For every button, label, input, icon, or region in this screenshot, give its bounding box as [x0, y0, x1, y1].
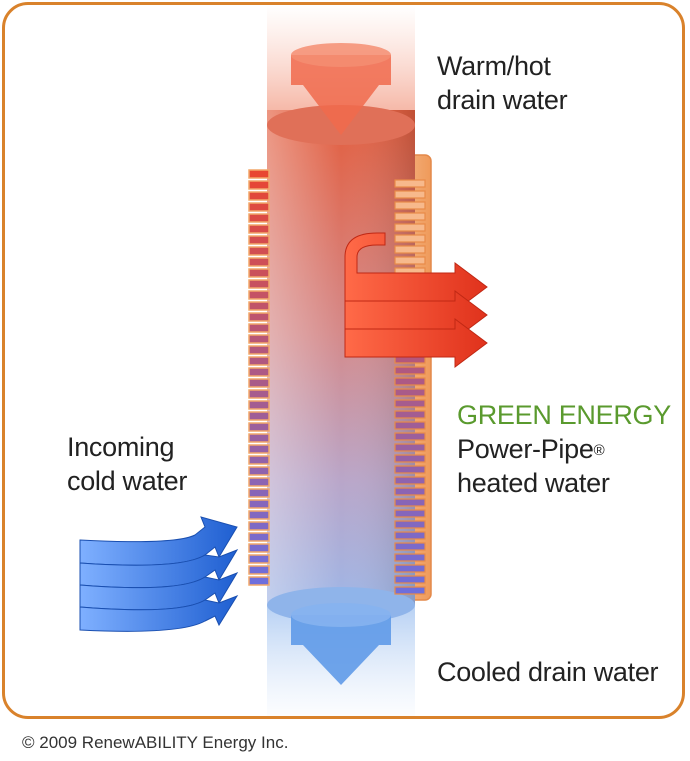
- coil-winding-left: [248, 400, 270, 410]
- coil-winding-left: [248, 279, 270, 289]
- coil-left-windings: [248, 169, 270, 586]
- coil-winding-left: [248, 477, 270, 487]
- incoming-line-2: cold water: [67, 466, 188, 496]
- coil-winding-left: [248, 466, 270, 476]
- coil-winding-left: [248, 246, 270, 256]
- warm-line-2: drain water: [437, 85, 568, 115]
- incoming-water-label: Incoming cold water: [67, 430, 187, 498]
- coil-winding-right: [394, 454, 426, 463]
- drain-pipe: [267, 105, 415, 623]
- powerpipe-line: Power-Pipe®: [457, 432, 671, 466]
- coil-winding-left: [248, 301, 270, 311]
- coil-winding-left: [248, 488, 270, 498]
- coil-winding-right: [394, 410, 426, 419]
- coil-winding-right: [394, 586, 426, 595]
- coil-winding-right: [394, 498, 426, 507]
- coil-winding-right: [394, 421, 426, 430]
- coil-winding-left: [248, 334, 270, 344]
- coil-winding-right: [394, 366, 426, 375]
- coil-winding-left: [248, 554, 270, 564]
- coil-winding-right: [394, 201, 426, 210]
- coil-winding-left: [248, 433, 270, 443]
- coil-winding-right: [394, 487, 426, 496]
- heated-line: heated water: [457, 468, 610, 498]
- coil-winding-right: [394, 399, 426, 408]
- cold-inlet-arrows: [79, 516, 239, 632]
- coil-winding-left: [248, 499, 270, 509]
- coil-winding-right: [394, 564, 426, 573]
- coil-winding-left: [248, 224, 270, 234]
- coil-winding-left: [248, 169, 270, 179]
- coil-winding-left: [248, 235, 270, 245]
- coil-winding-left: [248, 257, 270, 267]
- coil-winding-right: [394, 234, 426, 243]
- coil-winding-left: [248, 521, 270, 531]
- heated-water-label: GREEN ENERGY Power-Pipe® heated water: [457, 398, 671, 500]
- coil-winding-right: [394, 388, 426, 397]
- coil-winding-right: [394, 575, 426, 584]
- coil-winding-right: [394, 245, 426, 254]
- coil-winding-left: [248, 312, 270, 322]
- coil-winding-right: [394, 520, 426, 529]
- coil-winding-right: [394, 531, 426, 540]
- powerpipe-text: Power-Pipe: [457, 434, 594, 464]
- coil-winding-left: [248, 565, 270, 575]
- coil-winding-left: [248, 576, 270, 586]
- coil-winding-left: [248, 268, 270, 278]
- registered-mark: ®: [593, 442, 605, 459]
- copyright-notice: © 2009 RenewABILITY Energy Inc.: [22, 733, 289, 752]
- coil-winding-left: [248, 367, 270, 377]
- coil-winding-right: [394, 223, 426, 232]
- cold-down-arrow-icon: [291, 603, 391, 685]
- coil-winding-left: [248, 543, 270, 553]
- coil-winding-left: [248, 345, 270, 355]
- power-pipe-diagram: [79, 5, 488, 716]
- hot-down-arrow-icon: [291, 43, 391, 135]
- coil-winding-left: [248, 411, 270, 421]
- coil-winding-right: [394, 542, 426, 551]
- diagram-frame: Warm/hot drain water Incoming cold water…: [2, 2, 685, 719]
- coil-winding-left: [248, 191, 270, 201]
- coil-winding-left: [248, 180, 270, 190]
- coil-winding-right: [394, 509, 426, 518]
- coil-winding-left: [248, 510, 270, 520]
- coil-winding-right: [394, 256, 426, 265]
- coil-winding-right: [394, 432, 426, 441]
- coil-winding-left: [248, 532, 270, 542]
- coil-winding-left: [248, 455, 270, 465]
- coil-winding-left: [248, 444, 270, 454]
- coil-winding-right: [394, 212, 426, 221]
- coil-winding-left: [248, 323, 270, 333]
- coil-winding-left: [248, 378, 270, 388]
- cooled-water-label: Cooled drain water: [437, 657, 659, 687]
- green-energy-label: GREEN ENERGY: [457, 400, 671, 430]
- coil-winding-right: [394, 465, 426, 474]
- coil-winding-right: [394, 476, 426, 485]
- coil-winding-left: [248, 202, 270, 212]
- coil-winding-right: [394, 553, 426, 562]
- coil-winding-left: [248, 389, 270, 399]
- coil-winding-left: [248, 356, 270, 366]
- coil-winding-left: [248, 290, 270, 300]
- coil-winding-right: [394, 377, 426, 386]
- incoming-line-1: Incoming: [67, 432, 175, 462]
- coil-winding-right: [394, 443, 426, 452]
- coil-winding-right: [394, 190, 426, 199]
- coil-winding-left: [248, 422, 270, 432]
- hot-outlet-arrows: [344, 232, 488, 368]
- coil-winding-right: [394, 179, 426, 188]
- coil-winding-left: [248, 213, 270, 223]
- warm-line-1: Warm/hot: [437, 51, 551, 81]
- warm-water-label: Warm/hot drain water: [437, 49, 568, 117]
